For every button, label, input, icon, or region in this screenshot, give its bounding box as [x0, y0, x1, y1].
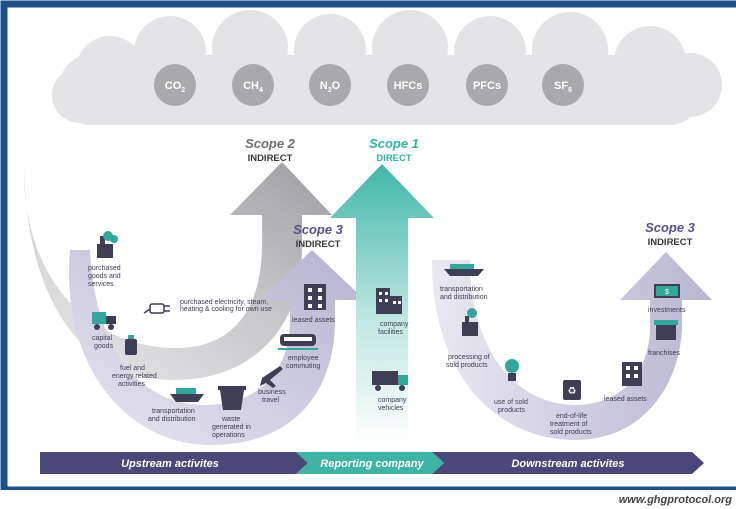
svg-text:CO2: CO2	[165, 80, 186, 94]
gas-circles: CO2 CH4 N2O HFCs PFCs SF6	[154, 64, 584, 106]
emissions-cloud	[52, 10, 722, 125]
gas-ch4: CH4	[232, 64, 274, 106]
train-icon	[278, 334, 318, 350]
svg-text:INDIRECT: INDIRECT	[648, 237, 693, 248]
upstream-bar	[40, 452, 308, 474]
svg-text:PFCs: PFCs	[473, 80, 501, 92]
recycle-bin-icon: ♻	[563, 380, 581, 400]
svg-text:Scope 3: Scope 3	[645, 220, 696, 235]
airplane-icon	[260, 366, 283, 388]
money-icon: $	[654, 284, 680, 298]
purchased-electricity-item: purchased electricity, steam,heating & c…	[143, 299, 272, 314]
gas-pfcs: PFCs	[466, 64, 508, 106]
franchises-item: franchises	[648, 320, 680, 357]
dumpster-icon	[218, 386, 246, 410]
upstream-bar-label: Upstream activites	[121, 458, 219, 470]
cargo-ship-icon	[444, 264, 484, 276]
svg-text:$: $	[665, 289, 669, 296]
downstream-building-icon	[622, 362, 642, 386]
forklift-icon	[92, 312, 116, 330]
svg-text:SF6: SF6	[554, 80, 572, 94]
svg-text:purchased electricity, steam,h: purchased electricity, steam,heating & c…	[180, 299, 272, 313]
reporting-bar-label: Reporting company	[320, 458, 424, 470]
svg-text:CH4: CH4	[243, 80, 263, 94]
downstream-bar-label: Downstream activites	[511, 458, 624, 470]
ship-icon	[170, 388, 204, 402]
reporting-bar	[296, 452, 444, 474]
factory-icon	[97, 231, 118, 258]
building-icon	[304, 284, 326, 310]
gas-sf6: SF6	[542, 64, 584, 106]
svg-text:leased assets: leased assets	[604, 396, 647, 403]
truck-icon	[372, 371, 408, 391]
fuel-can-icon	[125, 335, 137, 355]
svg-text:♻: ♻	[568, 386, 577, 397]
svg-text:HFCs: HFCs	[394, 80, 423, 92]
svg-text:INDIRECT: INDIRECT	[248, 153, 293, 164]
gas-co2: CO2	[154, 64, 196, 106]
scope2-arrow	[24, 162, 332, 380]
svg-text:Scope 1: Scope 1	[369, 136, 419, 151]
scope3-upstream-label: Scope 3 INDIRECT	[293, 222, 344, 250]
investments-item: $ investments	[648, 284, 686, 314]
scope1-label: Scope 1 DIRECT	[369, 136, 419, 164]
downstream-leased-assets-item: leased assets	[604, 362, 647, 403]
svg-text:franchises: franchises	[648, 350, 680, 357]
svg-text:leased assets: leased assets	[292, 317, 335, 324]
office-building-icon	[376, 288, 402, 314]
upstream-leased-assets-item: leased assets	[292, 284, 335, 324]
downstream-bar	[432, 452, 704, 474]
processing-factory-icon	[462, 308, 478, 336]
svg-text:Scope 3: Scope 3	[293, 222, 344, 237]
gas-n2o: N2O	[309, 64, 351, 106]
svg-text:INDIRECT: INDIRECT	[296, 239, 341, 250]
svg-text:investments: investments	[648, 307, 686, 314]
gas-hfcs: HFCs	[387, 64, 429, 106]
storefront-icon	[654, 320, 678, 340]
scope3-downstream-label: Scope 3 INDIRECT	[645, 220, 696, 248]
svg-text:DIRECT: DIRECT	[376, 153, 412, 164]
scope2-label: Scope 2 INDIRECT	[245, 136, 296, 164]
activity-bar: Upstream activites Reporting company Dow…	[40, 452, 704, 474]
plug-icon	[143, 303, 170, 314]
footer-strip	[0, 490, 736, 509]
scope3-downstream-arrow	[432, 252, 712, 440]
source-url: www.ghgprotocol.org	[619, 494, 733, 506]
svg-text:Scope 2: Scope 2	[245, 136, 296, 151]
scope3-upstream-arrow	[69, 250, 365, 445]
lightbulb-icon	[505, 359, 519, 381]
svg-text:N2O: N2O	[320, 80, 341, 94]
